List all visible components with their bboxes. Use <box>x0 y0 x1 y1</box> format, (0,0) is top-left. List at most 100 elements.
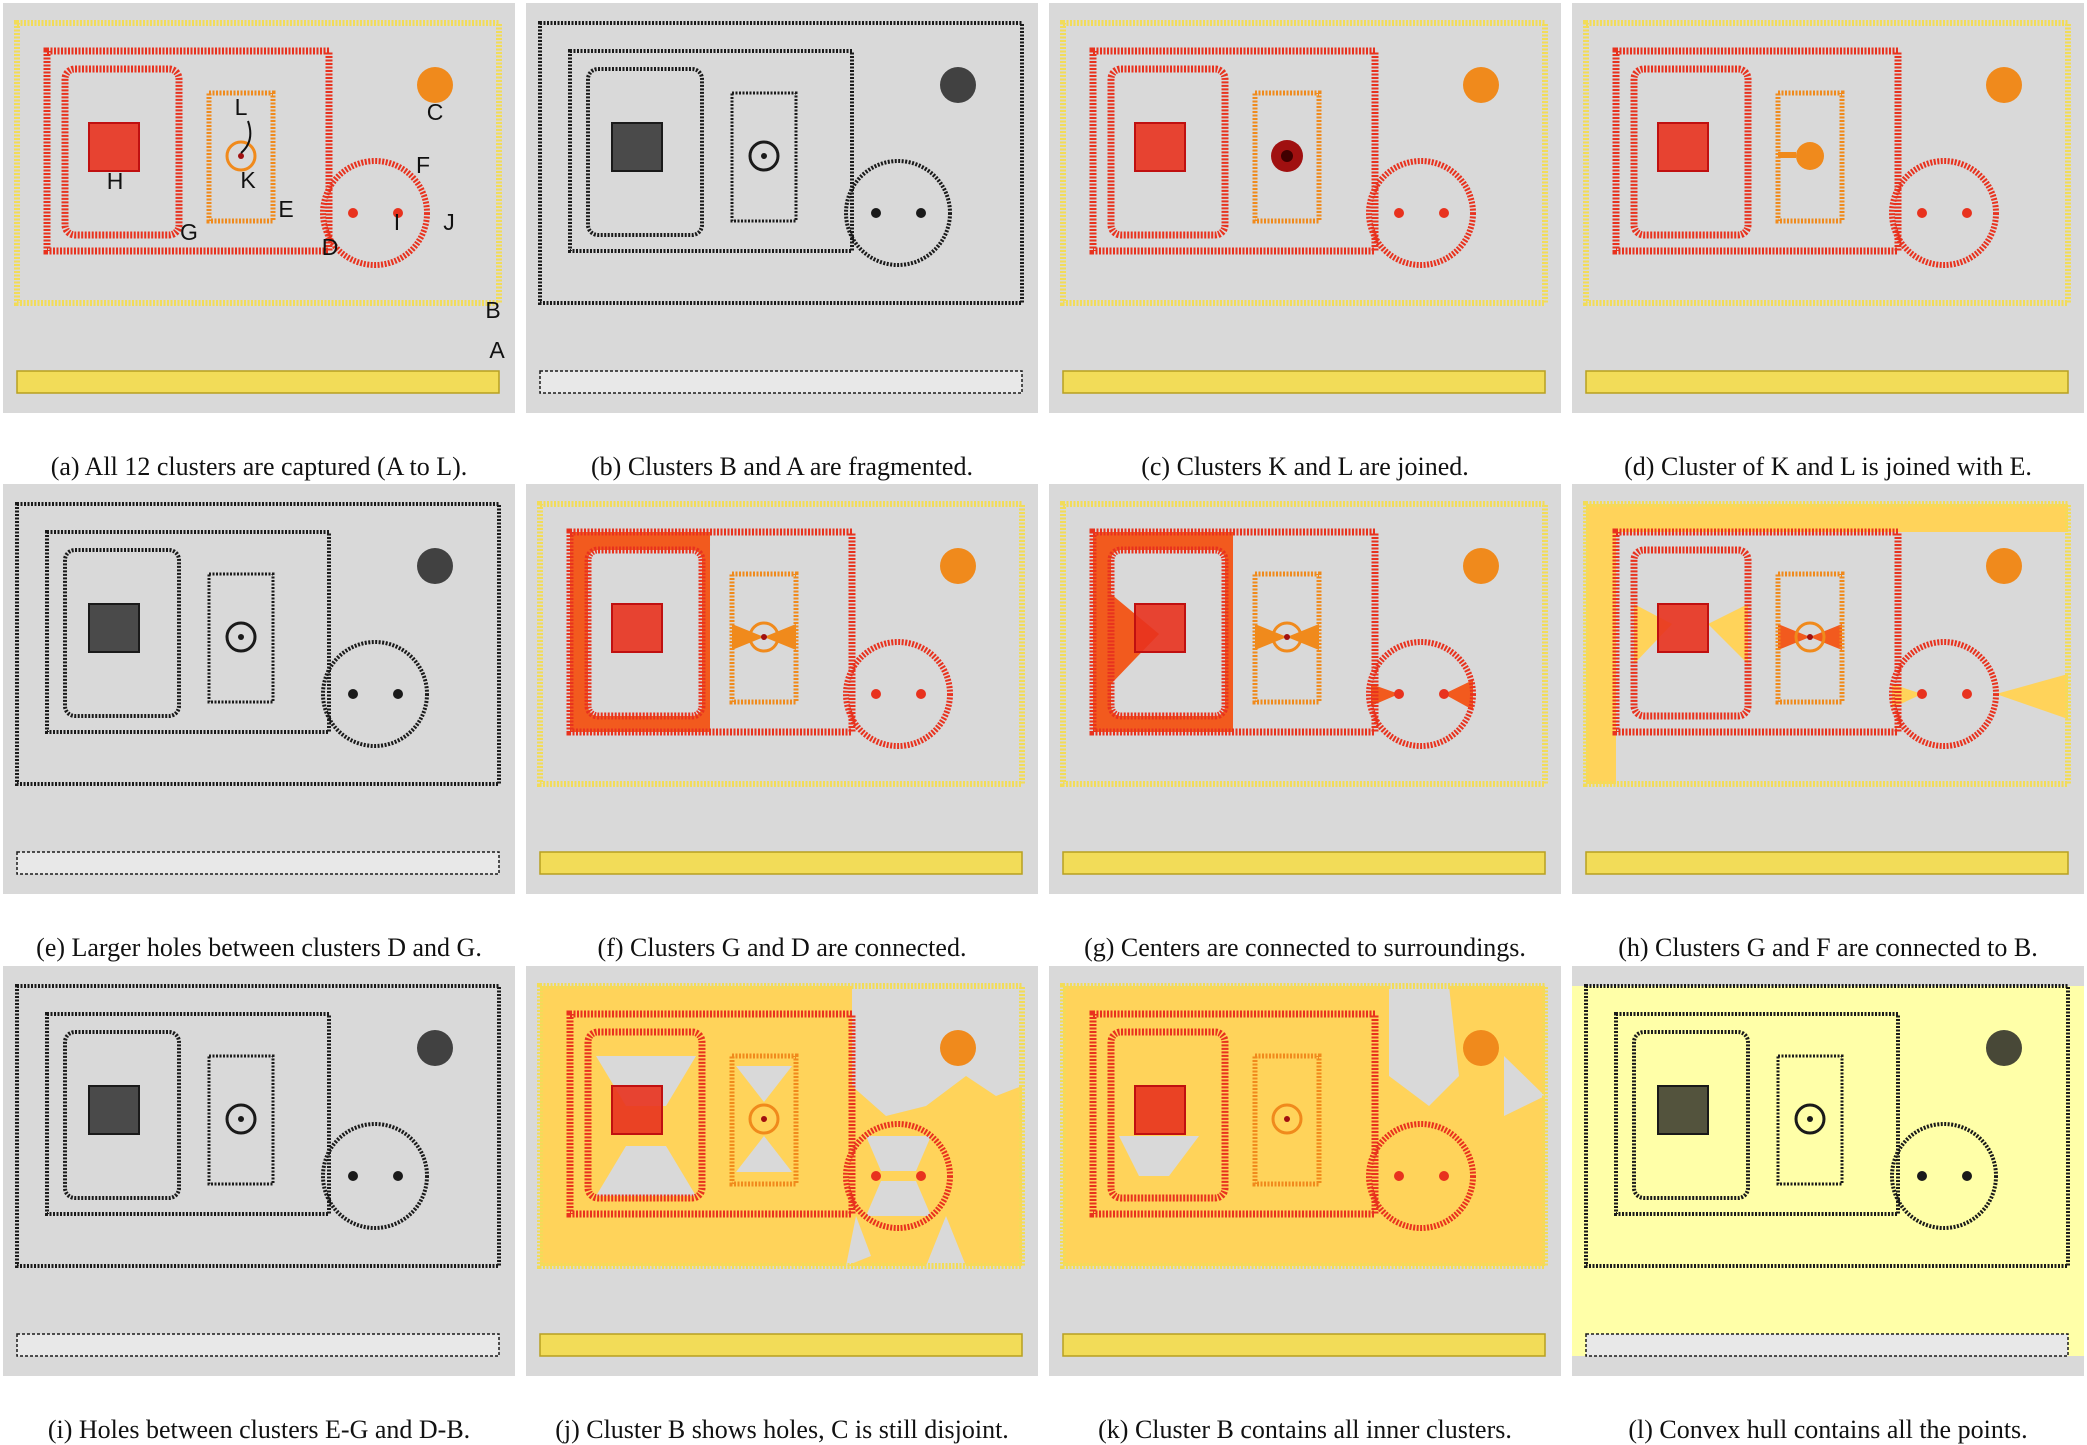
cluster-label-c: C <box>427 99 444 125</box>
cluster-j <box>393 689 403 699</box>
clusters <box>1060 501 1548 875</box>
cluster-h <box>1134 603 1186 653</box>
hole-c-top <box>1389 986 1459 1106</box>
cluster-i <box>1394 1171 1404 1181</box>
panel-plot <box>1583 501 2071 875</box>
clusters <box>15 502 501 875</box>
clusters <box>1584 984 2070 1357</box>
panel-plot <box>1583 20 2071 394</box>
cluster-a <box>1585 851 2069 875</box>
cluster-f <box>1890 1122 1998 1230</box>
panel-caption: (l) Convex hull contains all the points. <box>1628 1415 2028 1444</box>
cluster-j <box>393 208 403 218</box>
hole-bottom <box>596 1146 696 1196</box>
cluster-outline <box>537 983 1025 1269</box>
cluster-g <box>63 548 181 718</box>
panel-caption: (f) Clusters G and D are connected. <box>597 933 967 962</box>
cluster-a <box>1062 370 1546 394</box>
cluster-k <box>1284 1116 1290 1122</box>
clusters <box>1060 983 1548 1357</box>
cluster-c <box>940 1030 976 1066</box>
cluster-c <box>1463 548 1499 584</box>
fill-b-top <box>1586 504 2068 532</box>
cluster-l <box>225 621 257 653</box>
cluster-c <box>417 548 453 584</box>
clusters <box>14 20 502 394</box>
cluster-outline <box>206 90 276 224</box>
panel-c <box>1049 3 1561 413</box>
cluster-c <box>1463 67 1499 103</box>
cluster-l <box>1794 1103 1826 1135</box>
cluster-c <box>1986 548 2022 584</box>
cluster-label-d: D <box>322 234 339 260</box>
fill-kl-right <box>764 624 796 650</box>
cluster-label-j: J <box>443 209 455 235</box>
cluster-g <box>61 65 183 239</box>
cluster-outline <box>1612 47 1902 255</box>
cluster-j <box>1962 1171 1972 1181</box>
cluster-k <box>238 634 244 640</box>
cluster-label-k: K <box>240 167 256 193</box>
cluster-i <box>871 1171 881 1181</box>
hole-f-br <box>926 1216 966 1266</box>
cluster-outline <box>45 530 331 734</box>
panel-plot <box>537 501 1025 875</box>
cluster-outline <box>1252 1053 1322 1187</box>
hole-c-right <box>1504 1056 1545 1116</box>
panel-j <box>526 966 1038 1376</box>
cluster-i <box>871 208 881 218</box>
cluster-k <box>1807 634 1813 640</box>
cluster-k <box>761 153 767 159</box>
cluster-outline <box>14 20 502 306</box>
cluster-f <box>843 1121 953 1231</box>
cluster-h <box>88 122 140 172</box>
cluster-a <box>539 370 1023 394</box>
cluster-l <box>748 140 780 172</box>
cluster-h <box>1657 122 1709 172</box>
panel-plot <box>15 984 501 1357</box>
connection-fills <box>1586 504 2068 784</box>
fill-j-link <box>1444 680 1473 710</box>
label-leader <box>240 120 252 154</box>
cluster-label-e: E <box>278 196 293 222</box>
cluster-g <box>1632 1030 1750 1200</box>
cluster-outline <box>207 1054 275 1186</box>
cluster-k <box>761 634 767 640</box>
cluster-outline <box>1060 501 1548 787</box>
cluster-label-f: F <box>416 152 430 178</box>
cluster-k <box>761 1116 767 1122</box>
cluster-outline <box>730 91 798 223</box>
panel-caption: (d) Cluster of K and L is joined with E. <box>1624 452 2032 481</box>
cluster-i <box>1394 208 1404 218</box>
cluster-outline <box>15 502 501 786</box>
panel-plot <box>1060 983 1548 1357</box>
cluster-outline <box>1612 528 1902 736</box>
hole-e-top <box>736 1066 792 1102</box>
cluster-g <box>63 1030 181 1200</box>
clusters <box>537 983 1025 1357</box>
cluster-k <box>1284 634 1290 640</box>
cluster-outline <box>729 1053 799 1187</box>
cluster-f <box>1889 158 1999 268</box>
cluster-a <box>16 851 500 875</box>
cluster-f <box>320 158 430 268</box>
cluster-a <box>539 1333 1023 1357</box>
cluster-h <box>611 122 663 172</box>
cluster-h <box>611 603 663 653</box>
cluster-k <box>1807 1116 1813 1122</box>
cluster-i <box>348 689 358 699</box>
cluster-c <box>1463 1030 1499 1066</box>
cluster-outline <box>566 528 856 736</box>
cluster-h <box>1134 1085 1186 1135</box>
cluster-outline <box>1252 571 1322 705</box>
fill-f-right <box>1996 674 2068 719</box>
cluster-l <box>748 621 780 653</box>
panel-caption: (k) Cluster B contains all inner cluster… <box>1098 1415 1512 1444</box>
panel-plot <box>1060 20 1548 394</box>
cluster-l <box>1794 621 1826 653</box>
fill-kl-left <box>732 624 764 650</box>
cluster-j <box>1439 208 1449 218</box>
hole-f-bl <box>846 1216 871 1266</box>
cluster-h <box>88 603 140 653</box>
